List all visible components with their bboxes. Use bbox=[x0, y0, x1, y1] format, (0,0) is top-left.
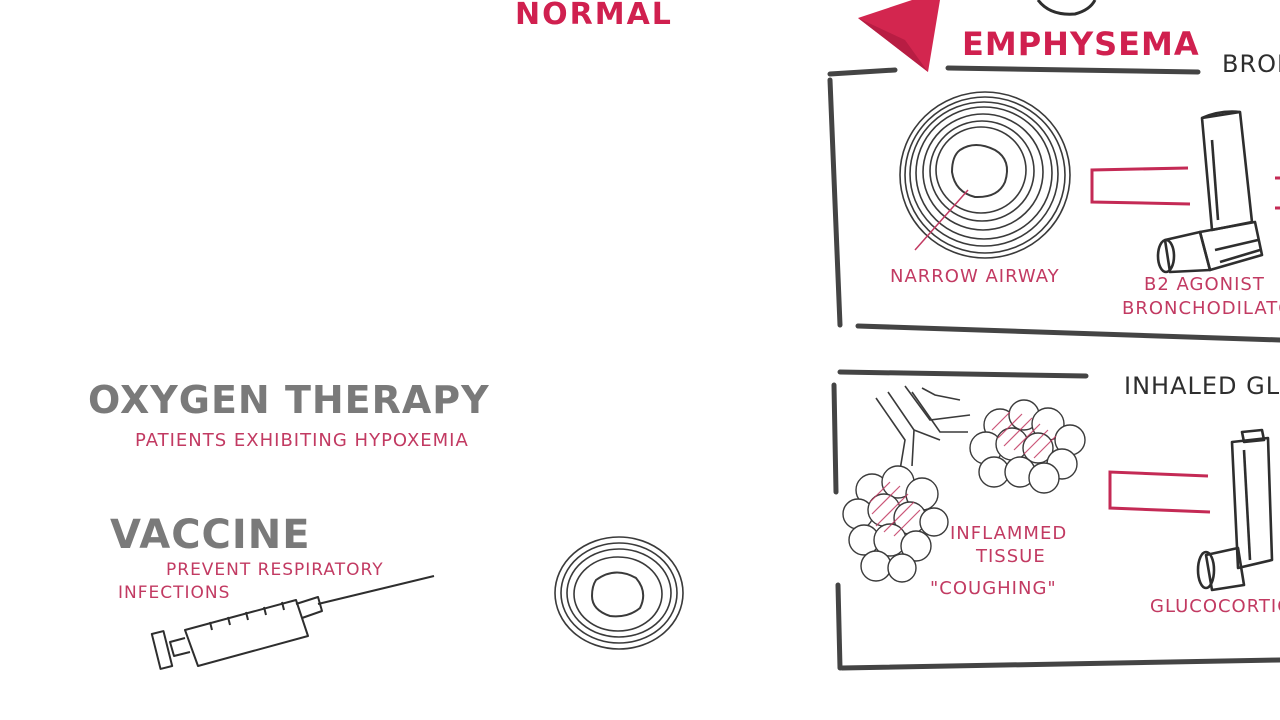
normal-airway-icon bbox=[554, 536, 684, 650]
partial-sketch-icon bbox=[1036, 0, 1097, 16]
bracket-box-top bbox=[1090, 166, 1280, 210]
bronchi-heading: BRON bbox=[1222, 50, 1280, 78]
normal-heading: NORMAL bbox=[515, 0, 673, 32]
inflammed-label: INFLAMMED bbox=[950, 523, 1068, 544]
emphysema-heading: EMPHYSEMA bbox=[962, 25, 1200, 63]
vaccine-note-line2: INFECTIONS bbox=[118, 583, 231, 603]
alveoli-icon bbox=[842, 399, 1086, 583]
narrow-airway-label: NARROW AIRWAY bbox=[890, 266, 1060, 287]
top-panel-frame bbox=[827, 65, 1280, 343]
oxygen-therapy-note: PATIENTS EXHIBITING HYPOXEMIA bbox=[135, 430, 469, 451]
bronchodilator-label: BRONCHODILATOR bbox=[1122, 298, 1280, 319]
bracket-box-bottom bbox=[1108, 470, 1211, 514]
b2-agonist-label: B2 AGONIST bbox=[1144, 274, 1265, 295]
oxygen-therapy-title: OXYGEN THERAPY bbox=[88, 378, 490, 422]
coughing-label: "COUGHING" bbox=[930, 578, 1057, 599]
inhaler-icon bbox=[1196, 428, 1274, 592]
glucocorticoid-label: GLUCOCORTICO bbox=[1150, 596, 1280, 617]
syringe-icon bbox=[150, 575, 435, 670]
inhaled-heading: INHALED GLU bbox=[1124, 372, 1280, 400]
tissue-label: TISSUE bbox=[976, 546, 1046, 567]
inhaler-icon bbox=[1156, 110, 1264, 274]
red-arrow-icon bbox=[858, 0, 940, 72]
vaccine-title: VACCINE bbox=[110, 512, 311, 558]
bottom-panel-frame bbox=[831, 369, 1280, 671]
airway-cross-section-icon bbox=[899, 91, 1071, 259]
vaccine-note-line1: PREVENT RESPIRATORY bbox=[166, 560, 384, 580]
bronchi-tree-icon bbox=[875, 385, 971, 471]
inflammation-hatching bbox=[869, 411, 1057, 537]
